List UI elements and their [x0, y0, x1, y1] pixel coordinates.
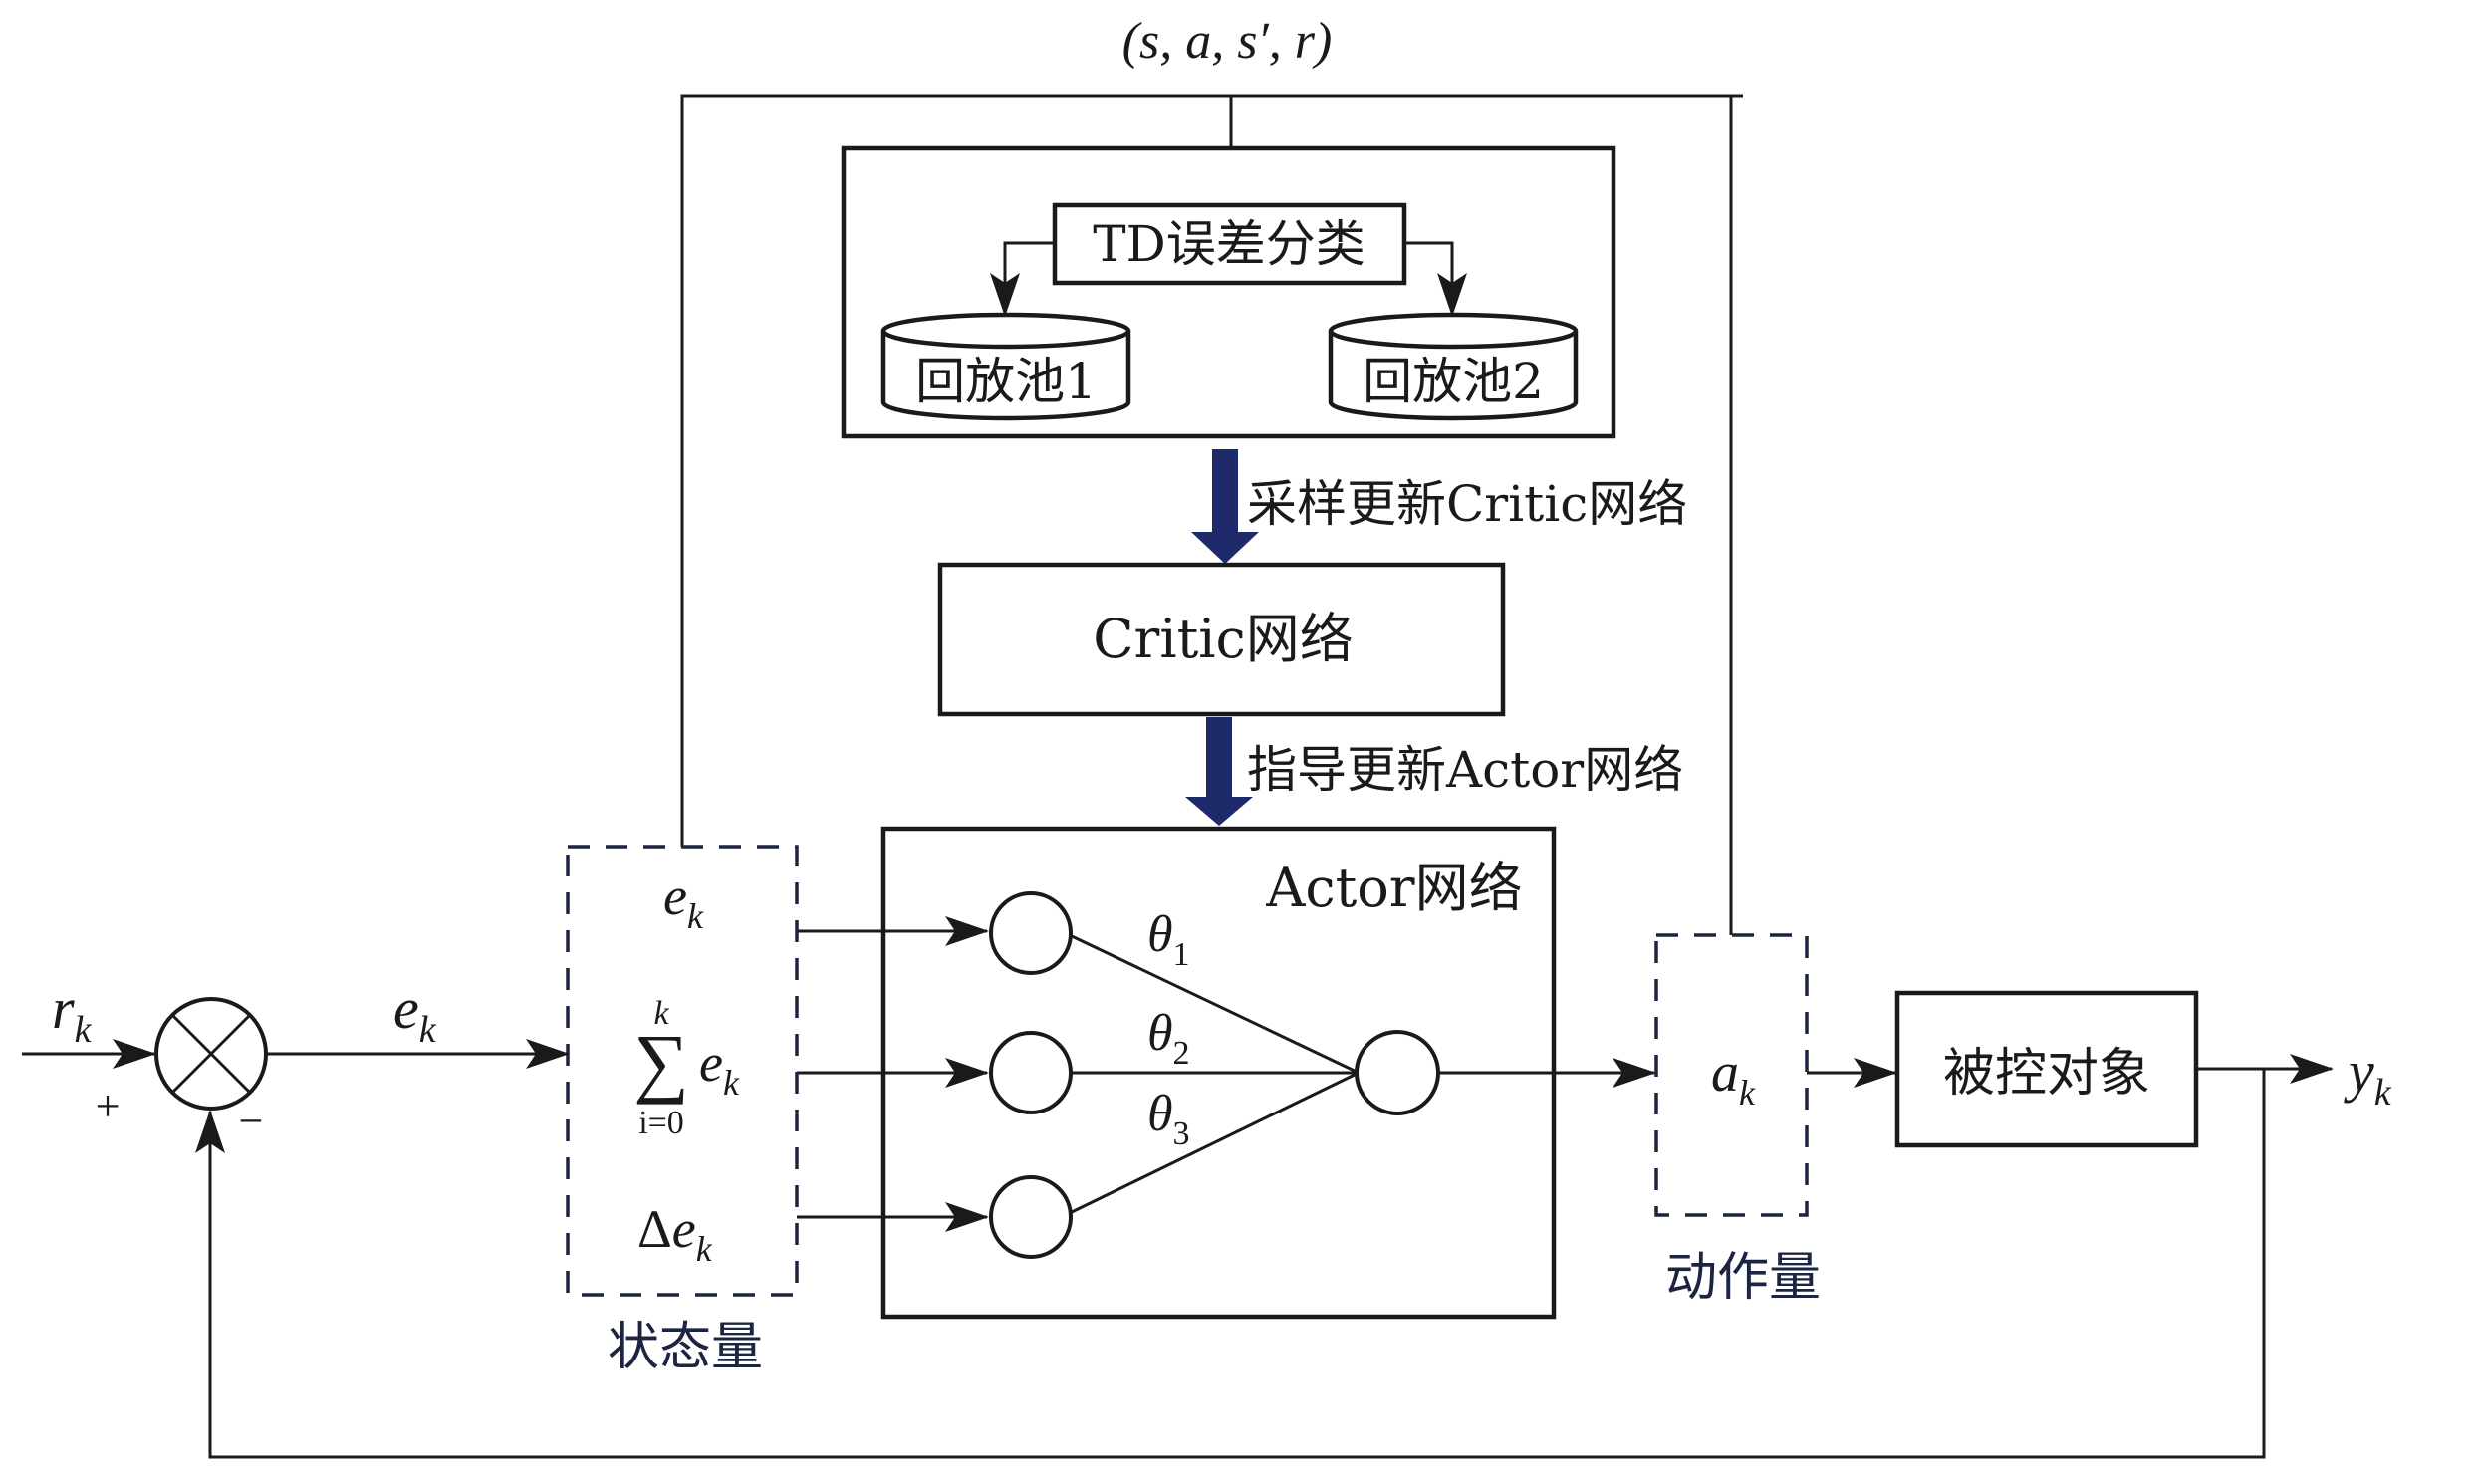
- svg-text:ek: ek: [699, 1033, 740, 1103]
- classifier-to-pool2-arrow: [1404, 241, 1467, 317]
- input-node-3: [989, 1175, 1073, 1259]
- state-item-error-sum: k ∑ i=0 ek: [633, 995, 740, 1141]
- output-signal-label: yk: [2344, 1039, 2392, 1113]
- sample-update-critic-label: 采样更新Critic网络: [1247, 475, 1687, 533]
- weight-connection-1: [1071, 934, 1360, 1075]
- action-symbol: ak: [1711, 1042, 1756, 1113]
- svg-text:k: k: [653, 995, 669, 1032]
- state-quantity-caption: 状态量: [608, 1318, 763, 1377]
- input-node-1: [989, 891, 1073, 975]
- replay-pool-1-label: 回放池1: [915, 353, 1097, 410]
- summing-junction: [154, 997, 268, 1111]
- weight-label-1: θ1: [1147, 906, 1190, 973]
- transition-tuple-label: (s, a, s′, r): [1122, 13, 1333, 70]
- sample-update-critic-arrow: [1191, 449, 1259, 564]
- reference-signal-label: rk: [52, 976, 93, 1051]
- state-quantity-box: [566, 845, 799, 1297]
- critic-network-box: [937, 562, 1506, 717]
- guide-update-actor-label: 指导更新Actor网络: [1247, 741, 1683, 799]
- input-node-2: [989, 1031, 1073, 1114]
- replay-pool-2: 回放池2: [1328, 312, 1579, 421]
- classifier-to-pool1-arrow: [990, 241, 1055, 317]
- td-error-classifier-box: [1052, 202, 1407, 286]
- state-to-replay-line: [680, 94, 1743, 847]
- error-signal-label: ek: [393, 976, 437, 1051]
- actor-network-label: Actor网络: [1265, 857, 1522, 919]
- output-feedback-line: [195, 1069, 2266, 1459]
- controlled-plant-label: 被控对象: [1943, 1044, 2150, 1104]
- action-quantity-box: [1654, 933, 1809, 1217]
- action-quantity-caption: 动作量: [1665, 1248, 1821, 1308]
- replay-pool-1: 回放池1: [880, 312, 1131, 421]
- svg-text:i=0: i=0: [638, 1105, 684, 1141]
- guide-update-actor-arrow: [1185, 717, 1253, 826]
- minus-sign: −: [239, 1097, 264, 1145]
- controlled-plant-box: [1894, 990, 2199, 1148]
- svg-text:∑: ∑: [633, 1018, 689, 1105]
- weight-label-3: θ3: [1147, 1086, 1190, 1152]
- td-error-classifier-label: TD误差分类: [1093, 215, 1365, 273]
- weight-label-2: θ2: [1147, 1005, 1190, 1072]
- plus-sign: +: [96, 1082, 121, 1130]
- critic-network-label: Critic网络: [1093, 608, 1354, 670]
- replay-pool-2-label: 回放池2: [1363, 353, 1544, 410]
- state-item-error: ek: [663, 866, 704, 936]
- weight-connection-3: [1071, 1071, 1360, 1214]
- state-item-error-delta: Δek: [637, 1199, 713, 1269]
- output-node: [1355, 1030, 1440, 1115]
